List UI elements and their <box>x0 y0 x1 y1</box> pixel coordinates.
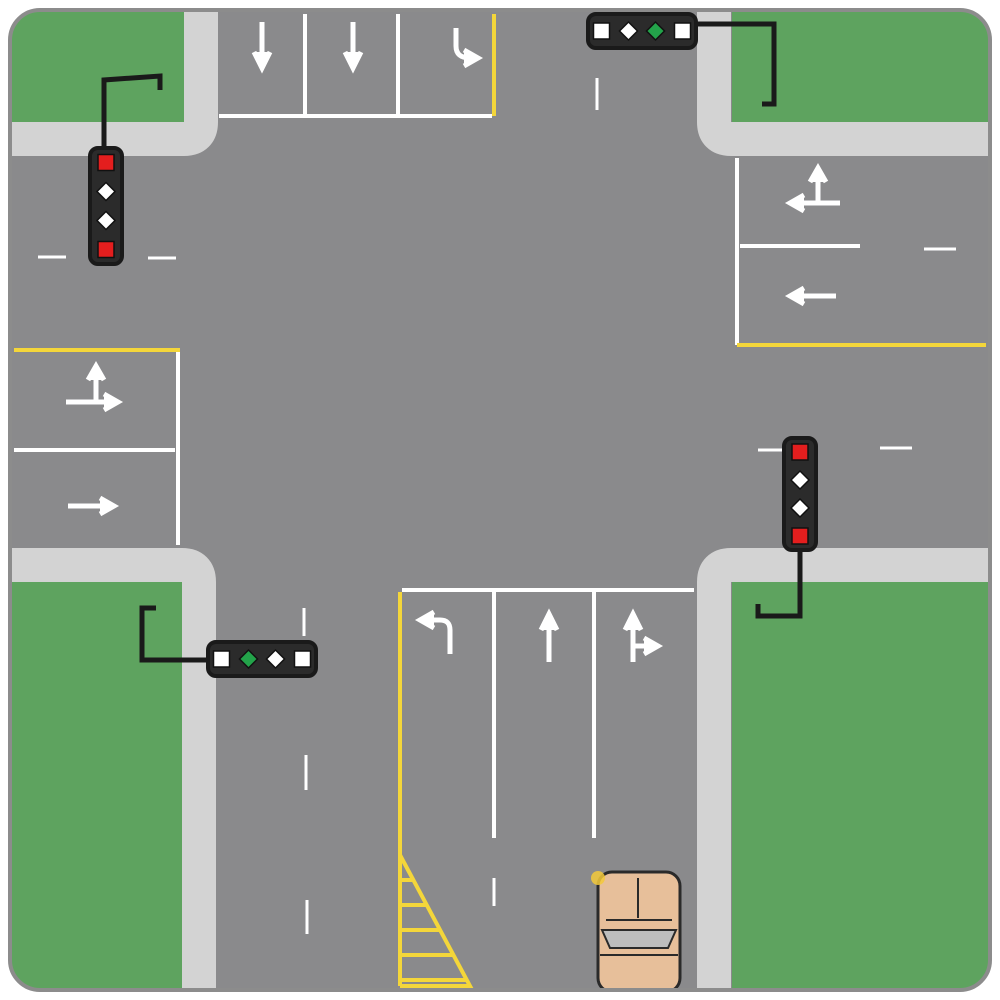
signal-lamp-off <box>789 469 811 491</box>
signal-housing <box>88 146 124 266</box>
signal-lamp-off <box>592 22 611 40</box>
straight-left-arrow <box>784 162 840 214</box>
signal-lamp-red <box>97 153 115 172</box>
signal-lamp-off <box>673 22 692 40</box>
signal-pole-east <box>755 548 803 619</box>
signal-lamp-off <box>618 20 639 42</box>
grass-southwest <box>10 582 182 990</box>
signal-lamp-red <box>791 443 809 461</box>
signal-pole-north <box>696 21 777 107</box>
signal-housing <box>586 12 698 50</box>
sidewalk-northwest <box>10 10 218 156</box>
sidewalk-southwest <box>10 548 216 990</box>
signal-pole-south <box>139 605 208 663</box>
car <box>591 870 682 990</box>
traffic-signals <box>88 12 818 678</box>
white-markings <box>14 14 860 838</box>
signal-housing <box>782 436 818 552</box>
yellow-hatch-island <box>398 854 474 988</box>
traffic-signal-northwest <box>88 146 124 266</box>
signal-lamp-off <box>212 650 231 668</box>
yellow-markings <box>14 14 986 986</box>
grass-northwest <box>10 10 185 122</box>
signal-lamp-off <box>293 650 312 668</box>
signal-lamp-green <box>238 648 259 670</box>
traffic-signal-north <box>586 12 698 50</box>
signal-housing <box>206 640 318 678</box>
grass-southeast <box>732 582 990 990</box>
signal-lamp-off <box>95 210 117 231</box>
straight-right-arrow <box>66 360 124 413</box>
right-arrow <box>68 495 120 517</box>
sidewalk-northeast <box>697 10 990 156</box>
sidewalk-southeast <box>697 548 990 990</box>
traffic-signal-south <box>206 640 318 678</box>
left-turn-arrow <box>414 609 453 654</box>
signal-poles <box>101 21 803 663</box>
up-arrow <box>538 608 560 662</box>
diagram-frame <box>8 8 992 992</box>
u-turn-arrow <box>453 28 484 69</box>
signal-lamp-red <box>97 240 115 259</box>
dashed-lines <box>38 78 956 934</box>
down-arrow <box>342 22 364 74</box>
straight-right-arrow <box>622 608 664 662</box>
signal-lamp-off <box>95 181 117 202</box>
signal-pole-northwest <box>101 73 163 148</box>
signal-lamp-off <box>265 648 286 670</box>
down-arrow <box>251 22 273 74</box>
signal-lamp-off <box>789 497 811 519</box>
traffic-signal-east <box>782 436 818 552</box>
car-left-indicator <box>591 871 605 885</box>
left-arrow <box>784 285 836 307</box>
signal-lamp-red <box>791 527 809 545</box>
car-windshield <box>600 929 678 949</box>
signal-lamp-green <box>645 20 666 42</box>
